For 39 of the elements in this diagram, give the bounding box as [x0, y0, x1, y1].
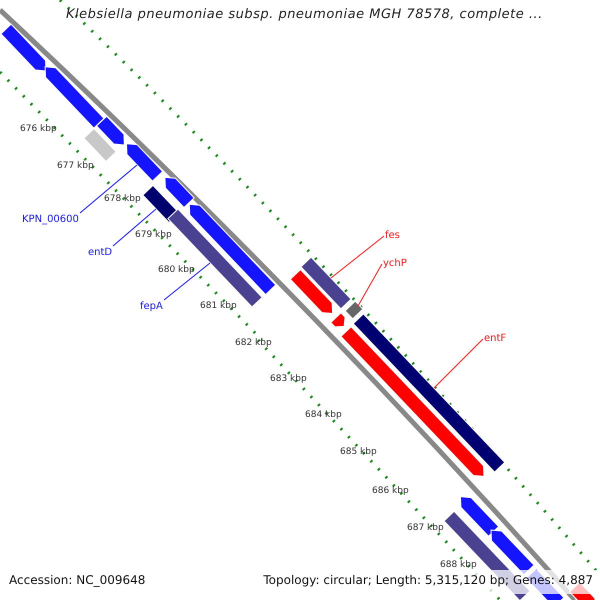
position-label: 688 kbp [440, 560, 477, 570]
position-label: 684 kbp [305, 410, 342, 420]
position-label: 679 kbp [135, 230, 172, 240]
gene-feature [290, 268, 334, 314]
gene-label: fes [385, 230, 400, 242]
position-label: 685 kbp [340, 447, 377, 458]
position-label: 678 kbp [104, 194, 141, 204]
gene-label: KPN_00600 [22, 214, 79, 226]
position-label: 687 kbp [407, 523, 444, 534]
position-label: 686 kbp [372, 486, 409, 496]
leader-line [358, 264, 382, 306]
gene-feature [96, 116, 125, 146]
position-label: 683 kbp [270, 374, 307, 384]
gene-label: entD [88, 247, 112, 258]
info-text: Accession: NC_009648 [9, 574, 146, 588]
leader-line [330, 236, 384, 278]
gene-feature [344, 300, 364, 320]
position-label: 677 kbp [57, 161, 94, 172]
gene-label: entF [484, 333, 506, 344]
gene-feature [83, 128, 117, 162]
position-label: 680 kbp [158, 265, 195, 276]
leader-line [434, 338, 484, 388]
title: Klebsiella pneumoniae subsp. pneumoniae MGH 78578, complete ... [66, 8, 543, 23]
leader-line [80, 164, 138, 214]
gene-feature [126, 143, 164, 182]
gene-feature [300, 256, 352, 310]
leader-line [164, 262, 210, 300]
position-label: 682 kbp [235, 338, 272, 348]
gene-feature [460, 496, 500, 537]
position-label: 676 kbp [20, 124, 57, 134]
gene-feature [0, 23, 47, 72]
leader-line [112, 208, 156, 246]
gene-feature [164, 176, 195, 208]
info-text: Topology: circular; Length: 5,315,120 bp; Genes: 4,887 [263, 574, 593, 588]
gene-feature [340, 326, 484, 477]
gene-label: fepA [140, 301, 163, 312]
position-label: 681 kbp [200, 301, 237, 312]
gene-label: ychP [383, 258, 407, 270]
gene-feature [330, 312, 346, 328]
